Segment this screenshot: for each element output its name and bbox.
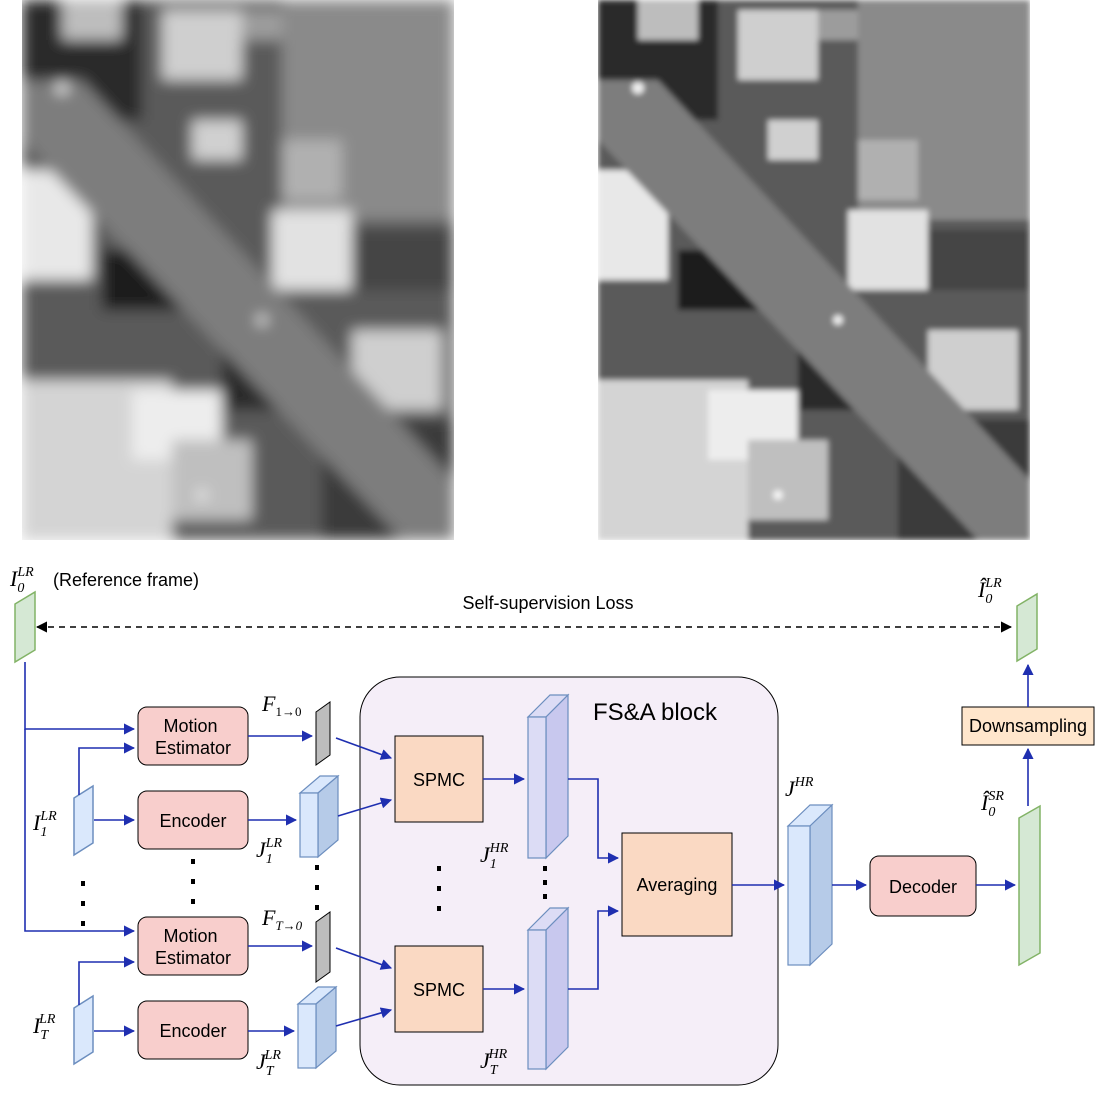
loss-label: Self-supervision Loss	[462, 593, 633, 613]
i1-lr-label: I1LR	[32, 809, 57, 840]
i0-lr-label: I0LR	[9, 565, 34, 596]
feature-jt-lr	[296, 985, 338, 1070]
j1-hr-label: J1HR	[480, 841, 509, 872]
encoder-t-label: Encoder	[159, 1021, 226, 1041]
decoder-label: Decoder	[889, 877, 957, 897]
flow-1	[315, 701, 331, 766]
feature-j1-lr	[298, 774, 340, 859]
sr-aerial-image	[598, 0, 1030, 540]
flow-t	[315, 911, 331, 983]
j-hr-label: JHR	[785, 775, 814, 801]
reference-frame-text: (Reference frame)	[53, 570, 199, 590]
lr-aerial-image	[22, 0, 454, 540]
ellipsis-inputs	[81, 859, 547, 926]
motion-estimator-1-label: Motion Estimator	[155, 716, 231, 758]
encoder-t	[137, 1000, 249, 1060]
jt-hr-label: JTHR	[480, 1047, 508, 1078]
feature-jt-hr	[526, 906, 570, 1071]
input-frame-reference	[14, 590, 36, 664]
output-sr-frame	[1018, 804, 1041, 967]
spmc-1	[394, 735, 484, 823]
averaging-label: Averaging	[637, 875, 718, 895]
j1-lr-label: J1LR	[256, 836, 283, 867]
spmc-1-label: SPMC	[413, 770, 465, 790]
i0-sr-hat-label: Î0SR	[980, 789, 1004, 820]
jt-lr-label: JTLR	[256, 1048, 281, 1079]
input-frame-t	[73, 994, 94, 1066]
it-lr-label: ITLR	[32, 1012, 56, 1043]
encoder-1-label: Encoder	[159, 811, 226, 831]
feature-j1-hr	[526, 693, 570, 860]
downsampling-label: Downsampling	[969, 716, 1087, 736]
f1-label: F1→0	[261, 691, 301, 719]
motion-estimator-t-label: Motion Estimator	[155, 926, 231, 968]
feature-j-hr	[786, 803, 834, 967]
input-frame-1	[73, 784, 94, 857]
spmc-t	[394, 945, 484, 1033]
decoder-box	[869, 855, 977, 917]
data-flow-arrows	[24, 662, 1034, 1037]
fsa-block-label: FS&A block	[593, 699, 718, 726]
spmc-t-label: SPMC	[413, 980, 465, 1000]
averaging-box	[621, 832, 733, 937]
i0-lr-hat-label: Î0LR	[977, 576, 1002, 607]
ft-label: FT→0	[261, 905, 303, 933]
downsampling-box	[961, 706, 1095, 746]
output-lr-frame	[1016, 592, 1038, 663]
